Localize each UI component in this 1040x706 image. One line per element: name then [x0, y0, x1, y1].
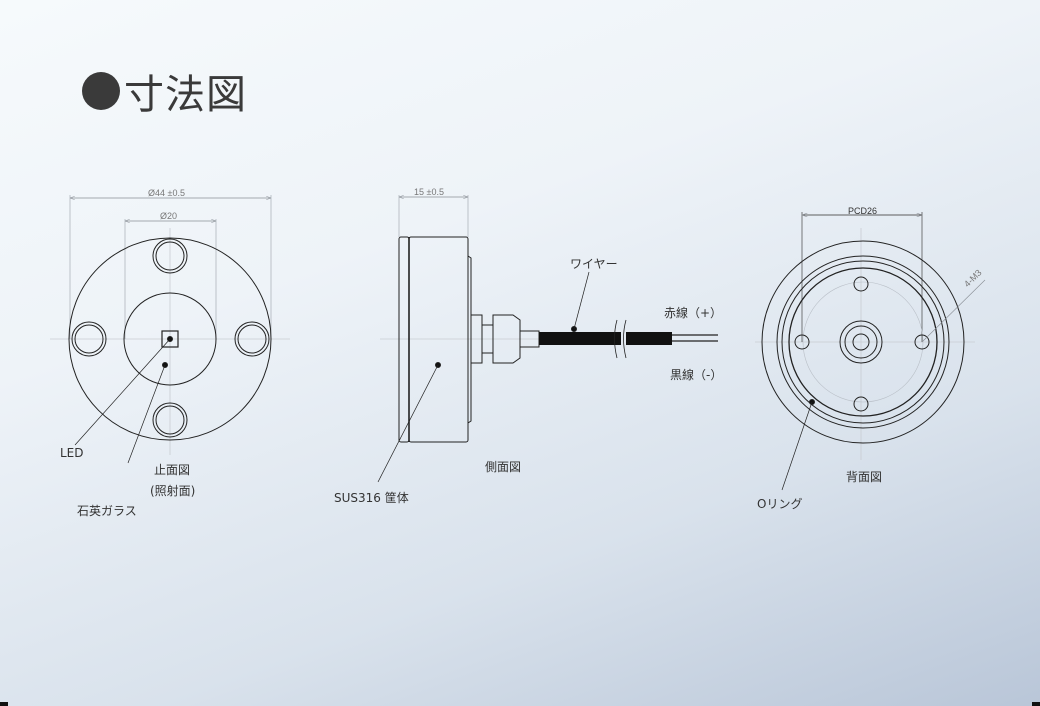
side-view — [377, 195, 718, 483]
front-view-subcaption: (照射面) — [150, 484, 196, 498]
label-wire: ワイヤー — [570, 257, 618, 271]
corner-mark-left — [0, 702, 8, 706]
back-view-caption: 背面図 — [846, 470, 883, 484]
corner-mark-right — [1032, 702, 1040, 706]
page-title: 寸法図 — [82, 62, 247, 120]
label-led: LED — [60, 446, 84, 460]
dim-inner-diameter: Ø20 — [160, 211, 178, 221]
label-black-wire: 黒線（-） — [670, 368, 723, 382]
dim-pcd: PCD26 — [848, 206, 878, 216]
label-quartz-glass: 石英ガラス — [77, 504, 137, 518]
front-view — [50, 195, 290, 464]
back-view — [755, 212, 986, 491]
bullet-icon — [82, 72, 120, 110]
label-o-ring: Oリング — [757, 497, 803, 511]
page-title-text: 寸法図 — [124, 72, 247, 118]
side-view-caption: 側面図 — [485, 460, 522, 474]
dim-thickness: 15 ±0.5 — [414, 187, 444, 197]
label-body-material: SUS316 筐体 — [334, 491, 409, 505]
label-red-wire: 赤線（+） — [664, 306, 723, 320]
front-view-caption: 止面図 — [154, 463, 191, 477]
dim-outer-diameter: Ø44 ±0.5 — [148, 188, 185, 198]
